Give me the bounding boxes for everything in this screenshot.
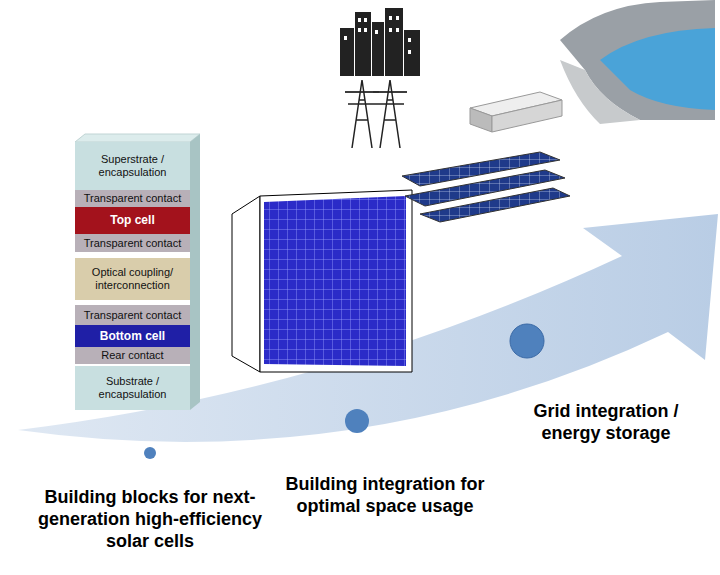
layer-box: Transparent contact <box>75 234 190 252</box>
stage-dot <box>144 447 156 459</box>
layer-label: Transparent contact <box>81 308 184 323</box>
stage-label: Building blocks for next-generation high… <box>30 486 270 552</box>
power-pylon <box>345 80 407 148</box>
city-skyline <box>340 8 420 76</box>
layer-label: Transparent contact <box>81 236 184 251</box>
storage-unit <box>470 92 562 132</box>
stage-dot <box>510 324 544 358</box>
layer-box: Top cell <box>75 207 190 234</box>
layer-label: Substrate / encapsulation <box>75 374 190 402</box>
building-facade <box>232 190 412 372</box>
layer-label: Superstrate / encapsulation <box>75 152 190 180</box>
layer-label: Optical coupling/ interconnection <box>75 265 190 293</box>
layer-box: Transparent contact <box>75 190 190 207</box>
layer-label: Rear contact <box>98 348 166 363</box>
layer-label: Bottom cell <box>97 329 168 344</box>
solar-field <box>402 152 570 222</box>
stage-dot <box>345 409 369 433</box>
layer-box: Optical coupling/ interconnection <box>75 258 190 300</box>
stage-label: Building integration for optimal space u… <box>280 473 490 517</box>
layer-box: Rear contact <box>75 347 190 364</box>
hydro-dam <box>560 0 715 124</box>
layer-box: Superstrate / encapsulation <box>75 142 190 190</box>
stack-top-face <box>75 134 200 142</box>
stack-side-face <box>190 134 200 410</box>
layer-box: Transparent contact <box>75 305 190 325</box>
stage-label: Grid integration / energy storage <box>506 400 706 444</box>
layer-label: Transparent contact <box>81 191 184 206</box>
layer-box: Substrate / encapsulation <box>75 366 190 410</box>
layer-label: Top cell <box>107 213 157 228</box>
layer-box: Bottom cell <box>75 325 190 347</box>
